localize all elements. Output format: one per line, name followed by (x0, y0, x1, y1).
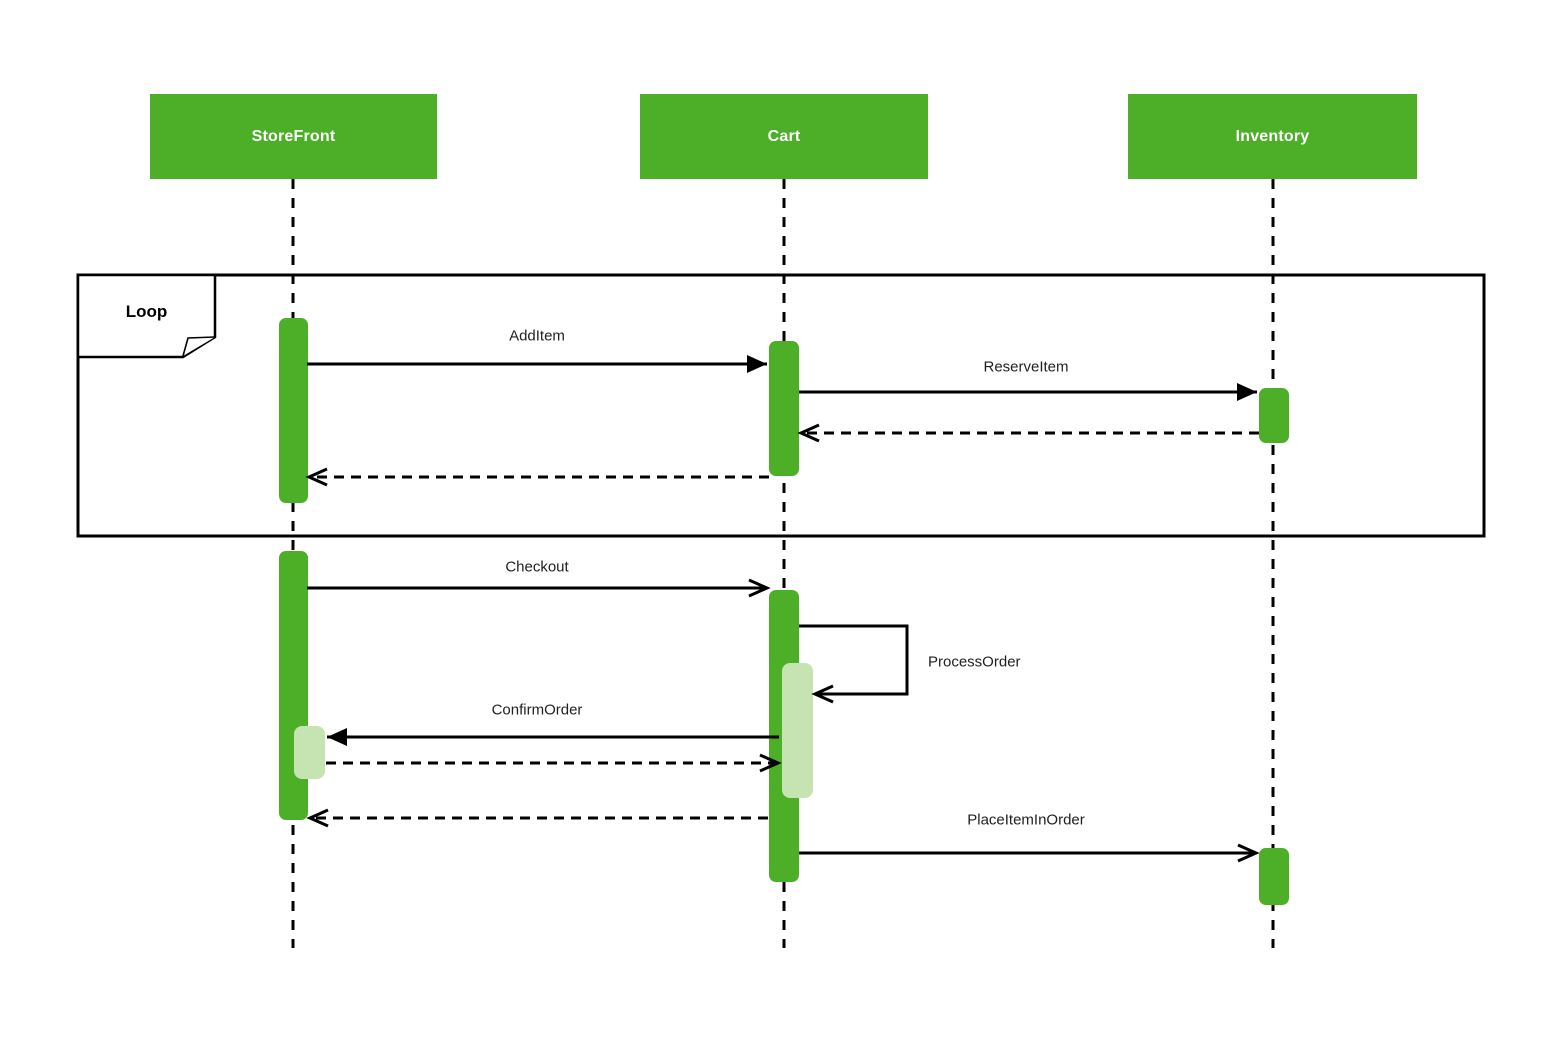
label-reserveitem: ReserveItem (983, 358, 1069, 376)
loop-fragment-frame (76, 273, 1486, 538)
loop-label-fold (182, 336, 216, 357)
label-additem: AddItem (509, 327, 565, 345)
activation-inventory-reserveitem (1259, 388, 1289, 443)
participant-inventory: Inventory (1128, 94, 1417, 179)
participant-cart-label: Cart (767, 127, 801, 145)
participant-inventory-label: Inventory (1235, 127, 1310, 145)
participant-storefront: StoreFront (150, 94, 437, 179)
label-placeiteminorder: PlaceItemInOrder (967, 811, 1085, 829)
label-checkout: Checkout (505, 558, 569, 576)
participant-cart: Cart (640, 94, 928, 179)
loop-label-pentagon (76, 273, 217, 359)
arrow-processorder-self (799, 624, 909, 704)
label-processorder: ProcessOrder (928, 653, 1021, 671)
activation-cart-additem (769, 341, 799, 476)
participant-storefront-label: StoreFront (251, 127, 336, 145)
activation-inventory-placeitem (1259, 848, 1289, 905)
activation-storefront-confirm-nested (294, 726, 325, 779)
label-confirmorder: ConfirmOrder (491, 701, 583, 719)
activation-cart-processorder-nested (782, 663, 813, 798)
activation-storefront-loop (279, 318, 308, 503)
loop-fragment-label: Loop (125, 302, 168, 321)
